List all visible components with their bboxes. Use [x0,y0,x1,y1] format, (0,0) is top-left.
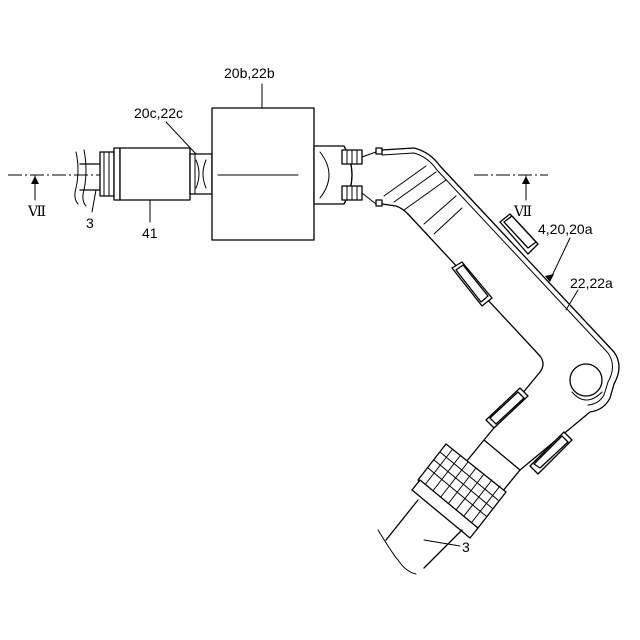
leader-arm [550,238,570,280]
bottom-connector [412,440,520,538]
leader-cable-left [92,190,96,212]
ref-cable-bottom: 3 [462,539,470,555]
ref-arm: 4,20,20a [538,221,593,237]
section-label-right: Ⅶ [513,205,532,220]
section-label-left: Ⅶ [27,205,46,220]
section-line-right [474,175,548,200]
ref-cable-left: 3 [86,215,94,231]
ref-housing: 20b,22b [224,65,275,81]
ref-connector: 41 [142,225,158,241]
connector-41 [100,148,212,200]
joint [314,146,382,206]
ref-arm-body: 22,22a [570,275,613,291]
section-line-left [8,175,112,200]
bent-arm [382,148,619,474]
leader-arm-arrow [545,274,554,282]
leader-cable-bottom [424,540,460,546]
ref-bushing: 20c,22c [134,105,183,121]
housing [212,108,314,240]
